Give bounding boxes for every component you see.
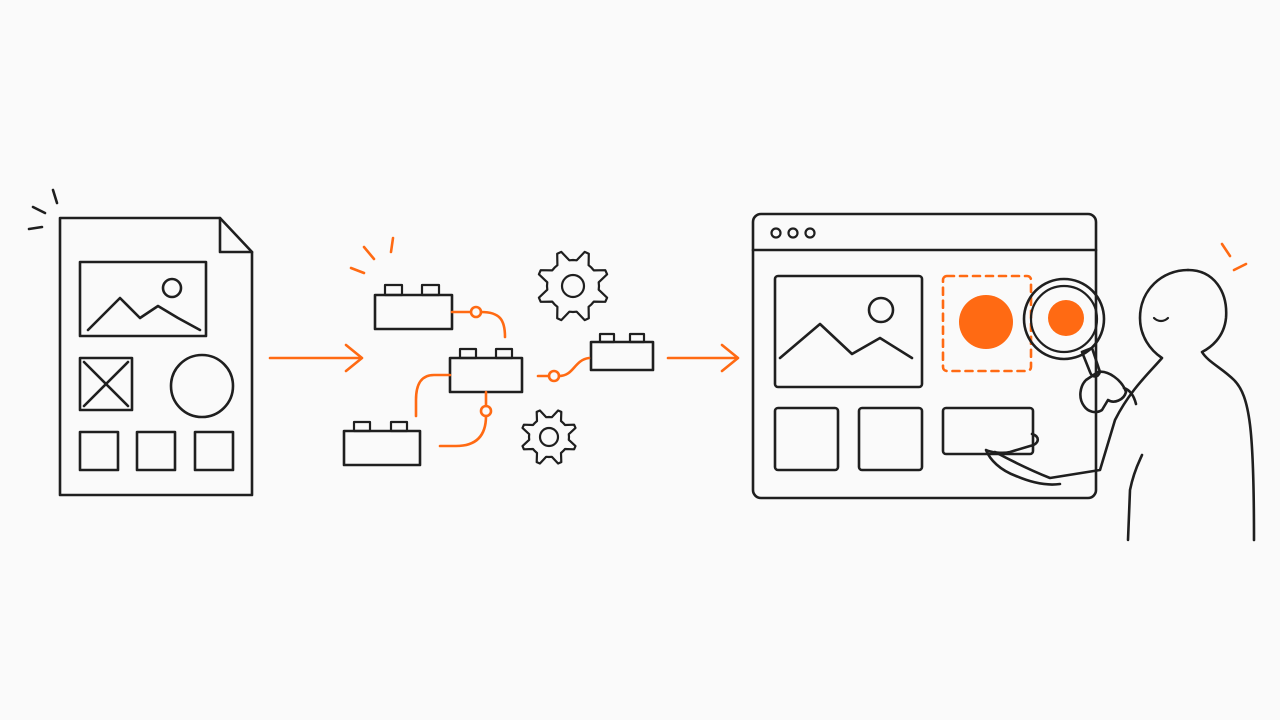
card-placeholder-2: [857, 406, 924, 472]
image-placeholder-icon: [773, 274, 924, 389]
document-fold-corner: [218, 216, 254, 254]
gear-icon: [521, 409, 577, 465]
arrow-right-icon: [666, 343, 740, 373]
magnifying-glass-icon: [1022, 277, 1106, 378]
component-assembly: [342, 236, 655, 467]
connector-lines: [414, 305, 591, 448]
document-page-outline: [58, 216, 254, 497]
crossed-box-icon: [78, 356, 134, 412]
browser-window-icon: [751, 212, 1098, 500]
spark-lines-icon: [349, 236, 395, 275]
gear-hole: [538, 426, 560, 448]
building-block-2: [448, 347, 524, 394]
box-placeholder-1: [78, 430, 120, 472]
circle-placeholder-icon: [169, 353, 235, 419]
spark-lines-icon: [27, 188, 59, 231]
gear-hole: [560, 273, 586, 299]
building-block-1: [373, 283, 454, 331]
building-block-3: [342, 420, 422, 467]
browser-inspection: [751, 212, 1256, 542]
building-block-4: [589, 332, 655, 372]
spark-lines-icon: [1220, 242, 1248, 272]
gear-icon: [537, 250, 609, 322]
card-placeholder-1: [773, 406, 840, 472]
gear-outline: [537, 250, 609, 322]
box-placeholder-2: [135, 430, 177, 472]
arrow-right-icon: [268, 343, 364, 373]
image-placeholder-icon: [78, 260, 208, 338]
person-icon: [984, 242, 1256, 542]
gear-outline: [521, 409, 577, 465]
selected-element: [941, 274, 1033, 373]
box-placeholder-3: [193, 430, 235, 472]
card-placeholder-3: [941, 406, 1035, 456]
wireframe-document: [27, 188, 254, 497]
